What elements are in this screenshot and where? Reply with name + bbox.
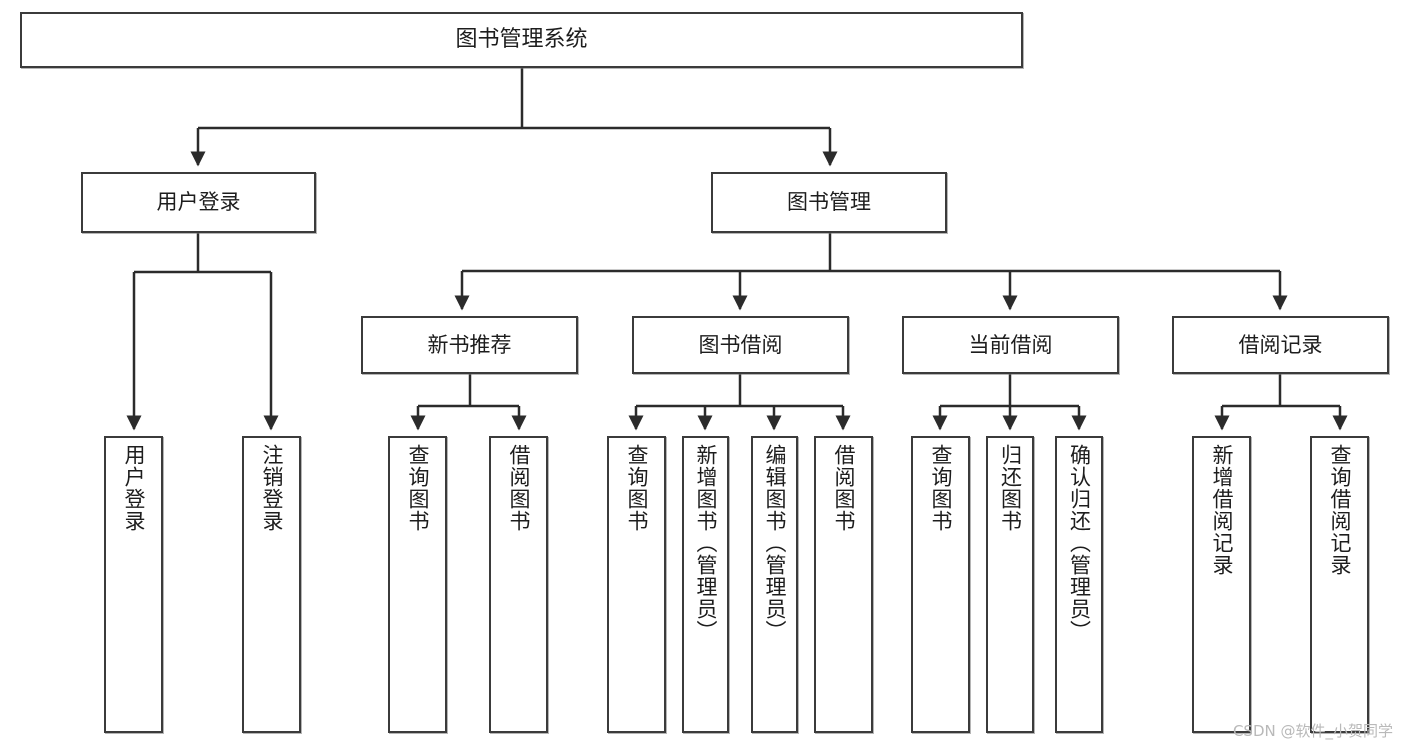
- node-leaf-borrow-book-2-label: 借阅图书: [832, 444, 856, 532]
- node-borrow-record-label: 借阅记录: [1238, 332, 1323, 357]
- node-leaf-query-book-3-label: 查询图书: [929, 444, 953, 532]
- node-book-manage-label: 图书管理: [787, 190, 871, 215]
- node-user-login-label: 用户登录: [156, 190, 241, 215]
- node-leaf-add-book[interactable]: 新增图书（管理员）: [682, 436, 729, 733]
- node-leaf-return-book-label: 归还图书: [998, 444, 1023, 532]
- node-leaf-user-logout[interactable]: 注销登录: [242, 436, 301, 733]
- node-leaf-return-book[interactable]: 归还图书: [986, 436, 1034, 733]
- node-leaf-query-record[interactable]: 查询借阅记录: [1310, 436, 1369, 733]
- node-new-book-rec[interactable]: 新书推荐: [361, 316, 578, 374]
- node-leaf-query-record-label: 查询借阅记录: [1328, 444, 1352, 576]
- node-leaf-borrow-book-1[interactable]: 借阅图书: [489, 436, 548, 733]
- node-leaf-query-book-1-label: 查询图书: [406, 444, 430, 532]
- node-leaf-confirm-return-label: 确认归还（管理员）: [1067, 444, 1092, 642]
- node-book-borrow[interactable]: 图书借阅: [632, 316, 849, 374]
- node-leaf-user-login[interactable]: 用户登录: [104, 436, 163, 733]
- node-leaf-query-book-2[interactable]: 查询图书: [607, 436, 666, 733]
- node-borrow-record[interactable]: 借阅记录: [1172, 316, 1389, 374]
- node-book-manage[interactable]: 图书管理: [711, 172, 947, 233]
- node-book-borrow-label: 图书借阅: [698, 332, 783, 357]
- node-leaf-borrow-book-1-label: 借阅图书: [507, 444, 531, 532]
- node-root-label: 图书管理系统: [455, 27, 588, 53]
- node-leaf-add-record-label: 新增借阅记录: [1210, 444, 1234, 576]
- node-root[interactable]: 图书管理系统: [20, 12, 1023, 68]
- node-leaf-edit-book[interactable]: 编辑图书（管理员）: [751, 436, 798, 733]
- node-new-book-rec-label: 新书推荐: [427, 332, 512, 357]
- node-leaf-user-login-label: 用户登录: [122, 444, 146, 532]
- node-user-login[interactable]: 用户登录: [81, 172, 316, 233]
- node-leaf-add-record[interactable]: 新增借阅记录: [1192, 436, 1251, 733]
- node-leaf-query-book-1[interactable]: 查询图书: [388, 436, 447, 733]
- node-current-borrow-label: 当前借阅: [968, 332, 1053, 357]
- node-leaf-user-logout-label: 注销登录: [260, 444, 284, 532]
- node-leaf-add-book-label: 新增图书（管理员）: [694, 444, 718, 642]
- node-leaf-confirm-return[interactable]: 确认归还（管理员）: [1055, 436, 1103, 733]
- watermark-text: CSDN @软件_小贺同学: [1232, 722, 1393, 740]
- node-current-borrow[interactable]: 当前借阅: [902, 316, 1119, 374]
- node-leaf-query-book-2-label: 查询图书: [625, 444, 649, 532]
- node-leaf-query-book-3[interactable]: 查询图书: [911, 436, 970, 733]
- node-leaf-borrow-book-2[interactable]: 借阅图书: [814, 436, 873, 733]
- node-leaf-edit-book-label: 编辑图书（管理员）: [763, 444, 787, 642]
